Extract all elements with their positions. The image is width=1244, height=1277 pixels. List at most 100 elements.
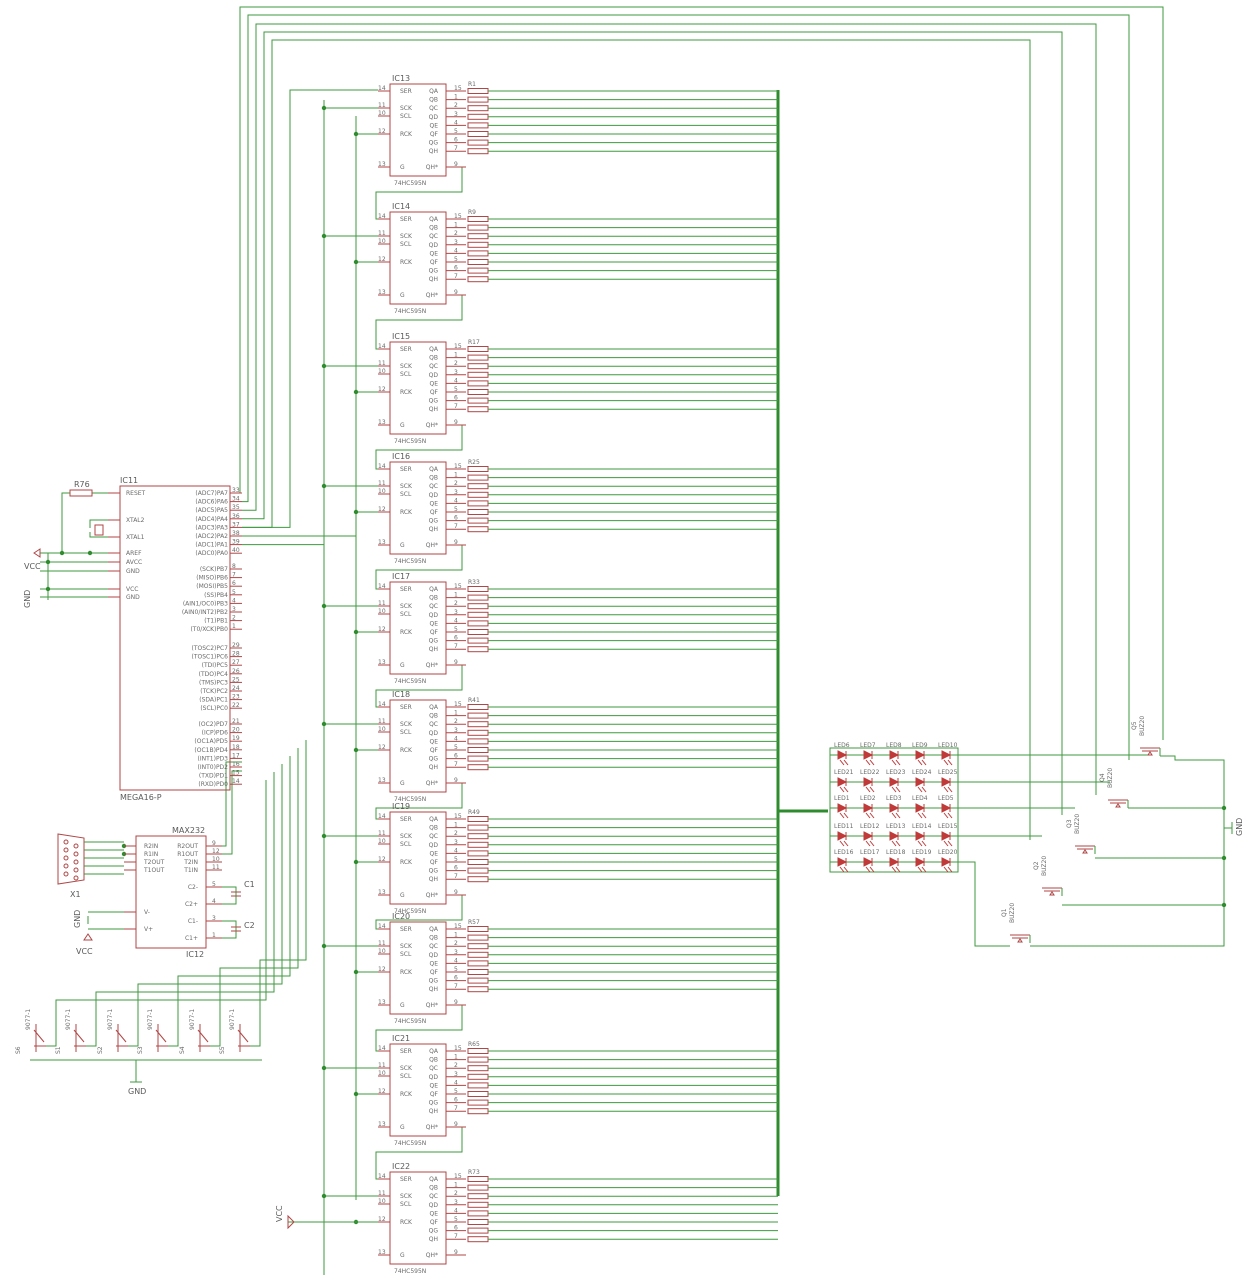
reset-wire	[91, 490, 108, 494]
shift-register-pin-label: SCK	[400, 105, 413, 112]
shift-register-pin-label: RCK	[400, 131, 413, 138]
led-triangle	[941, 777, 952, 787]
transistor-value: BUZ20	[1107, 768, 1114, 788]
resistor	[467, 346, 489, 352]
shift-register-pin-number: 9	[454, 419, 458, 426]
shift-register-pin-label: SCK	[400, 1065, 413, 1072]
shift-register-pin-number: 2	[454, 360, 458, 367]
shift-register-value: 74HC595N	[394, 908, 426, 915]
shift-register-pin-number: 12	[378, 1216, 386, 1223]
shift-register-value: 74HC595N	[394, 1140, 426, 1147]
max232-pin-label: C2+	[185, 901, 198, 908]
mcu-pin-label: (ADC5)PA5	[195, 507, 228, 514]
shift-register-pin-number: 13	[378, 419, 386, 426]
shift-register-pin-number: 10	[378, 726, 386, 733]
shift-register-pin-label: QH	[429, 406, 438, 413]
reset-circuit: R76	[69, 480, 104, 536]
mcu-pin-number: 27	[232, 659, 240, 666]
resistor	[467, 500, 489, 507]
shift-register-pin-label: QH*	[426, 422, 438, 429]
switch-value: 9077-1	[229, 1009, 236, 1030]
switch-name: S5	[219, 1046, 226, 1054]
shift-register-pin-label: QB	[429, 935, 438, 942]
resistor	[467, 1236, 489, 1243]
shift-register-pin-number: 15	[454, 923, 462, 930]
max232-value: MAX232	[172, 826, 205, 835]
shift-register-pin-number: 3	[454, 839, 458, 846]
led-triangle	[941, 750, 952, 760]
resistor	[467, 747, 489, 753]
led-label: LED5	[938, 795, 954, 802]
shift-register-pin-number: 13	[378, 889, 386, 896]
led-ray	[865, 786, 871, 793]
led-ray	[921, 840, 927, 847]
shift-register-pin-number: 1	[454, 472, 458, 479]
led-triangle	[837, 750, 848, 760]
junction-dot	[353, 969, 359, 975]
switch-name: S2	[97, 1046, 104, 1054]
shift-register-pin-label: QE	[429, 620, 438, 627]
shift-register-pin-label: QC	[429, 105, 438, 112]
shift-register-pin-number: 9	[454, 161, 458, 168]
shift-register-body	[389, 83, 447, 177]
wires-layer	[30, 6, 1233, 1275]
max232-pin-label: T2OUT	[143, 859, 165, 866]
mcu-pin-label: (INT0)PD2	[198, 764, 229, 771]
pa-to-driver-wire	[242, 31, 1063, 815]
led-led3: LED3	[886, 795, 902, 819]
shift-register-pin-number: 10	[378, 1198, 386, 1205]
shift-register-pin-label: G	[400, 1252, 405, 1259]
junction-dot	[353, 629, 359, 635]
shift-register-pin-label: QF	[430, 969, 439, 976]
resistor	[467, 216, 489, 222]
resistor	[467, 466, 489, 472]
xtal1-wire	[89, 532, 108, 538]
shift-register-pin-number: 6	[454, 635, 458, 642]
shift-register-pin-label: QD	[429, 1202, 439, 1209]
resistor-array-name: R17	[468, 339, 480, 346]
mcu-pin-label: XTAL1	[126, 534, 145, 541]
shift-register-body	[389, 1043, 447, 1137]
shift-register-name: IC22	[392, 1162, 410, 1171]
resistor-array-name: R73	[468, 1169, 480, 1176]
resistor	[467, 1108, 489, 1115]
reset-pullup-wire	[61, 492, 70, 553]
shift-register-pin-label: QF	[430, 747, 439, 754]
shift-register-value: 74HC595N	[394, 678, 426, 685]
switch-signal-wire	[210, 748, 299, 1047]
resistor	[467, 816, 489, 822]
resistor	[467, 611, 489, 618]
shift-register-pin-label: QH	[429, 876, 438, 883]
led-label: LED25	[938, 769, 958, 776]
junction-dot	[87, 550, 93, 556]
mcu-pin-number: 8	[232, 563, 236, 570]
db9-pin	[63, 871, 69, 877]
transistor-value: BUZ20	[1074, 814, 1081, 834]
shift-register-pin-number: 14	[378, 583, 386, 590]
shift-register-pin-label: QH	[429, 986, 438, 993]
mcu-pin-label: (ADC6)PA6	[195, 499, 228, 506]
resistor	[467, 824, 489, 831]
shift-register-pin-number: 1	[454, 592, 458, 599]
shift-register-pin-number: 1	[454, 94, 458, 101]
resistor	[467, 1082, 489, 1089]
led-ray	[917, 759, 923, 766]
shift-register-pin-label: QE	[429, 380, 438, 387]
shift-register-pin-number: 5	[454, 1088, 458, 1095]
shift-register-pin-label: QA	[429, 586, 439, 593]
led-triangle	[863, 831, 874, 841]
led-ray	[917, 866, 923, 873]
switches: S69077-1S19077-1S29077-1S39077-1S49077-1…	[15, 1009, 250, 1054]
mcu-pin-number: 7	[232, 572, 236, 579]
mcu-pin-number: 34	[232, 496, 240, 503]
transistor-arrow	[1115, 803, 1121, 808]
led-led4: LED4	[912, 795, 928, 819]
cap-c2-label: C2	[244, 921, 255, 930]
switch-name: S4	[179, 1046, 186, 1054]
shift-register-pin-number: 11	[378, 600, 386, 607]
junction-dot	[1221, 805, 1227, 811]
led-label: LED20	[938, 849, 958, 856]
